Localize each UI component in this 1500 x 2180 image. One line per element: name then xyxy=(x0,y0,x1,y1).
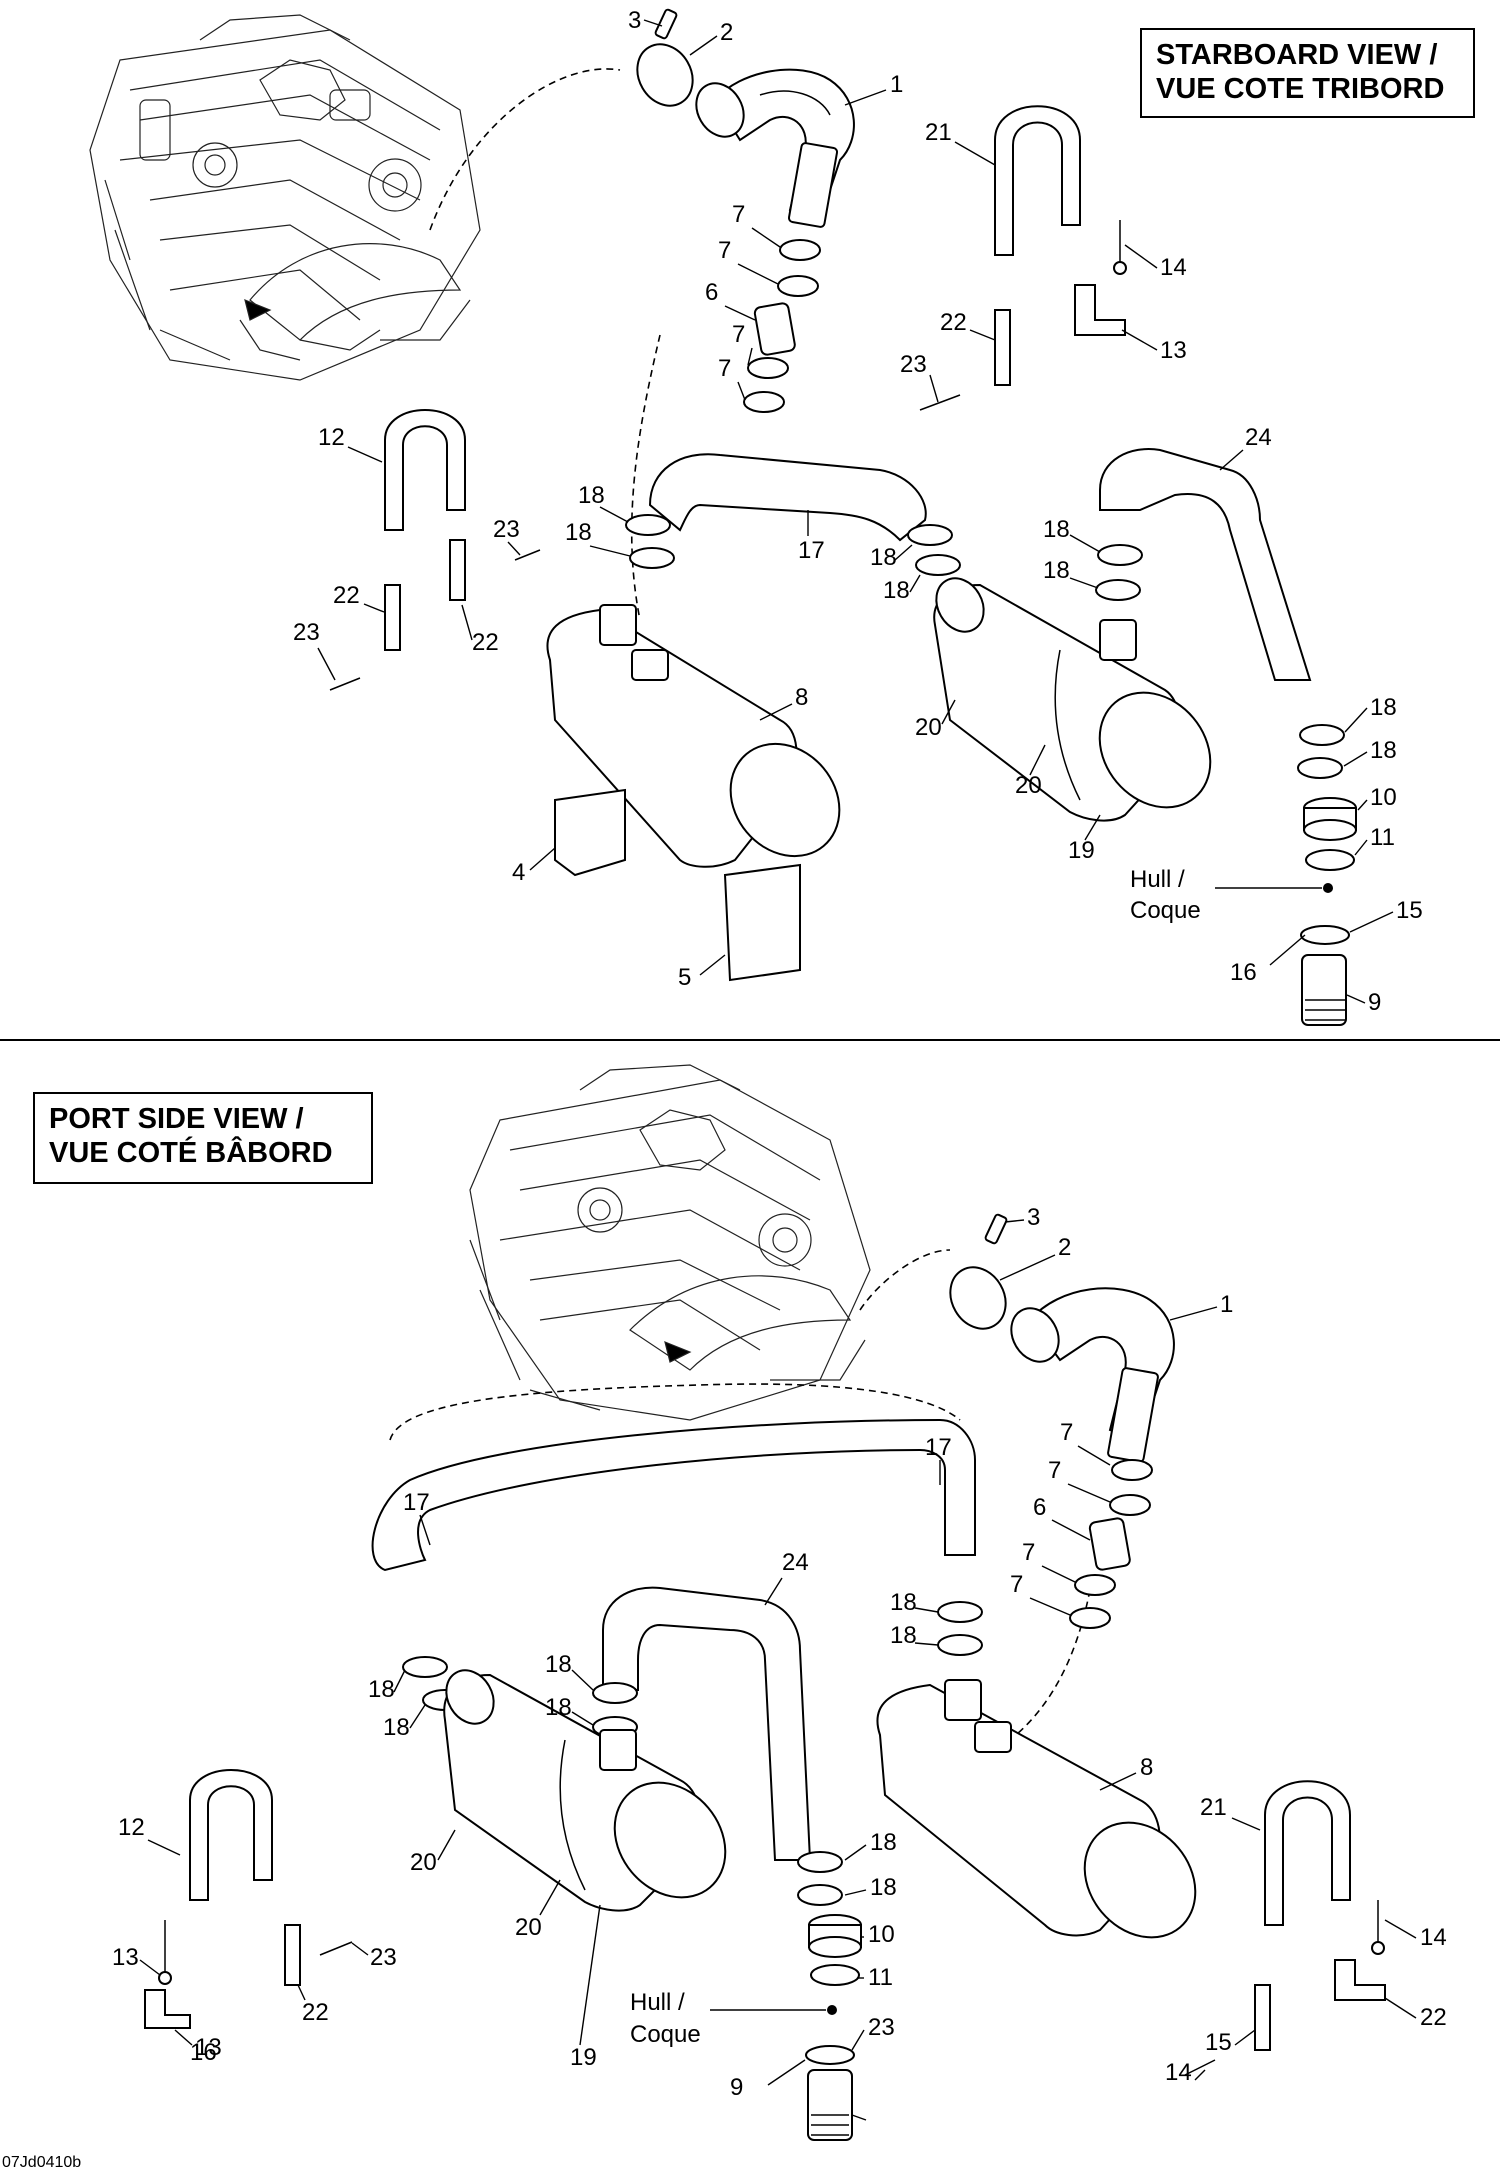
strap xyxy=(994,105,1081,256)
port-side-view-title: PORT SIDE VIEW / VUE COTÉ BÂBORD xyxy=(33,1092,373,1184)
callout: 14 xyxy=(1420,1924,1447,1951)
callout: 23 xyxy=(900,351,927,378)
callout: 20 xyxy=(515,1914,542,1941)
callout: 20 xyxy=(410,1849,437,1876)
callout: 2 xyxy=(1058,1234,1071,1261)
callout: 20 xyxy=(915,714,942,741)
callout: 22 xyxy=(1420,2004,1447,2031)
callout: 13 xyxy=(195,2034,222,2061)
callout: 7 xyxy=(732,201,745,228)
callout: 18 xyxy=(883,577,910,604)
engine-illustration xyxy=(89,14,481,381)
callout: 7 xyxy=(1010,1571,1023,1598)
callout: 15 xyxy=(1205,2029,1232,2056)
callout: 3 xyxy=(628,7,641,34)
callout: 11 xyxy=(1370,824,1395,851)
callout: 6 xyxy=(1033,1494,1046,1521)
callout: 18 xyxy=(1043,516,1070,543)
title-line: VUE COTE TRIBORD xyxy=(1156,73,1445,105)
callout: 18 xyxy=(545,1651,572,1678)
callout: 19 xyxy=(570,2044,597,2071)
callout: 17 xyxy=(403,1489,430,1516)
muffler xyxy=(546,604,841,868)
callout: 4 xyxy=(512,859,525,886)
callout: 10 xyxy=(1370,784,1397,811)
callout: 20 xyxy=(1015,772,1042,799)
callout: 22 xyxy=(302,1999,329,2026)
callout: 11 xyxy=(868,1964,893,1991)
title-line: VUE COTÉ BÂBORD xyxy=(49,1137,333,1169)
outlet-fitting xyxy=(1300,797,1357,1026)
hose xyxy=(648,453,927,542)
callout: 1 xyxy=(890,71,903,98)
hull-label: Coque xyxy=(630,2021,701,2048)
callout: 22 xyxy=(333,582,360,609)
top-view: 3 2 1 21 7 7 14 6 22 13 7 7 23 xyxy=(89,7,1423,1026)
callout: 19 xyxy=(1068,837,1095,864)
callout: 16 xyxy=(1230,959,1257,986)
callout: 23 xyxy=(868,2014,895,2041)
callout: 24 xyxy=(782,1549,809,1576)
callout: 16 xyxy=(190,2039,217,2066)
clamp xyxy=(743,239,821,413)
callout: 7 xyxy=(1022,1539,1035,1566)
callout: 7 xyxy=(732,321,745,348)
callout: 14 xyxy=(1160,254,1187,281)
callout: 18 xyxy=(383,1714,410,1741)
callout: 21 xyxy=(925,119,952,146)
callout: 18 xyxy=(545,1694,572,1721)
callout: 9 xyxy=(730,2074,743,2101)
callout: 6 xyxy=(705,279,718,306)
callout: 18 xyxy=(565,519,592,546)
callout: 23 xyxy=(293,619,320,646)
engine-illustration xyxy=(469,1064,871,1421)
callout: 17 xyxy=(925,1434,952,1461)
callout: 18 xyxy=(368,1676,395,1703)
callout: 10 xyxy=(868,1921,895,1948)
callout: 12 xyxy=(318,424,345,451)
callout: 2 xyxy=(720,19,733,46)
callout: 22 xyxy=(472,629,499,656)
callout: 18 xyxy=(1043,557,1070,584)
callout: 22 xyxy=(940,309,967,336)
callout: 18 xyxy=(890,1622,917,1649)
callout: 8 xyxy=(795,684,808,711)
callout: 18 xyxy=(870,1829,897,1856)
callout: 18 xyxy=(1370,737,1397,764)
bottom-view: 3 2 1 17 7 7 6 17 7 7 24 18 18 xyxy=(112,1064,1447,2141)
callout: 18 xyxy=(578,482,605,509)
callout: 15 xyxy=(1396,897,1423,924)
callout: 18 xyxy=(890,1589,917,1616)
callout: 18 xyxy=(870,544,897,571)
hull-label: Hull / xyxy=(630,1989,685,2016)
starboard-view-title: STARBOARD VIEW / VUE COTE TRIBORD xyxy=(1140,28,1475,118)
exhaust-elbow xyxy=(695,68,855,228)
drawing-code: 07Jd0410b xyxy=(2,2154,82,2171)
callout: 21 xyxy=(1200,1794,1227,1821)
callout: 7 xyxy=(1048,1457,1061,1484)
callout: 13 xyxy=(1160,337,1187,364)
callout: 24 xyxy=(1245,424,1272,451)
title-line: STARBOARD VIEW / xyxy=(1156,39,1438,71)
callout: 8 xyxy=(1140,1754,1153,1781)
callout: 12 xyxy=(118,1814,145,1841)
callout: 17 xyxy=(798,537,825,564)
callout: 23 xyxy=(493,516,520,543)
callout: 3 xyxy=(1027,1204,1040,1231)
title-line: PORT SIDE VIEW / xyxy=(49,1103,304,1135)
hull-label: Hull / xyxy=(1130,866,1185,893)
callout: 7 xyxy=(718,237,731,264)
callout: 18 xyxy=(870,1874,897,1901)
callout: 14 xyxy=(1165,2059,1192,2086)
callout: 5 xyxy=(678,964,691,991)
callout: 7 xyxy=(1060,1419,1073,1446)
callout: 1 xyxy=(1220,1291,1233,1318)
callout: 13 xyxy=(112,1944,139,1971)
callout: 18 xyxy=(1370,694,1397,721)
callout: 7 xyxy=(718,355,731,382)
callout: 9 xyxy=(1368,989,1381,1016)
callout: 23 xyxy=(370,1944,397,1971)
hull-label: Coque xyxy=(1130,897,1201,924)
